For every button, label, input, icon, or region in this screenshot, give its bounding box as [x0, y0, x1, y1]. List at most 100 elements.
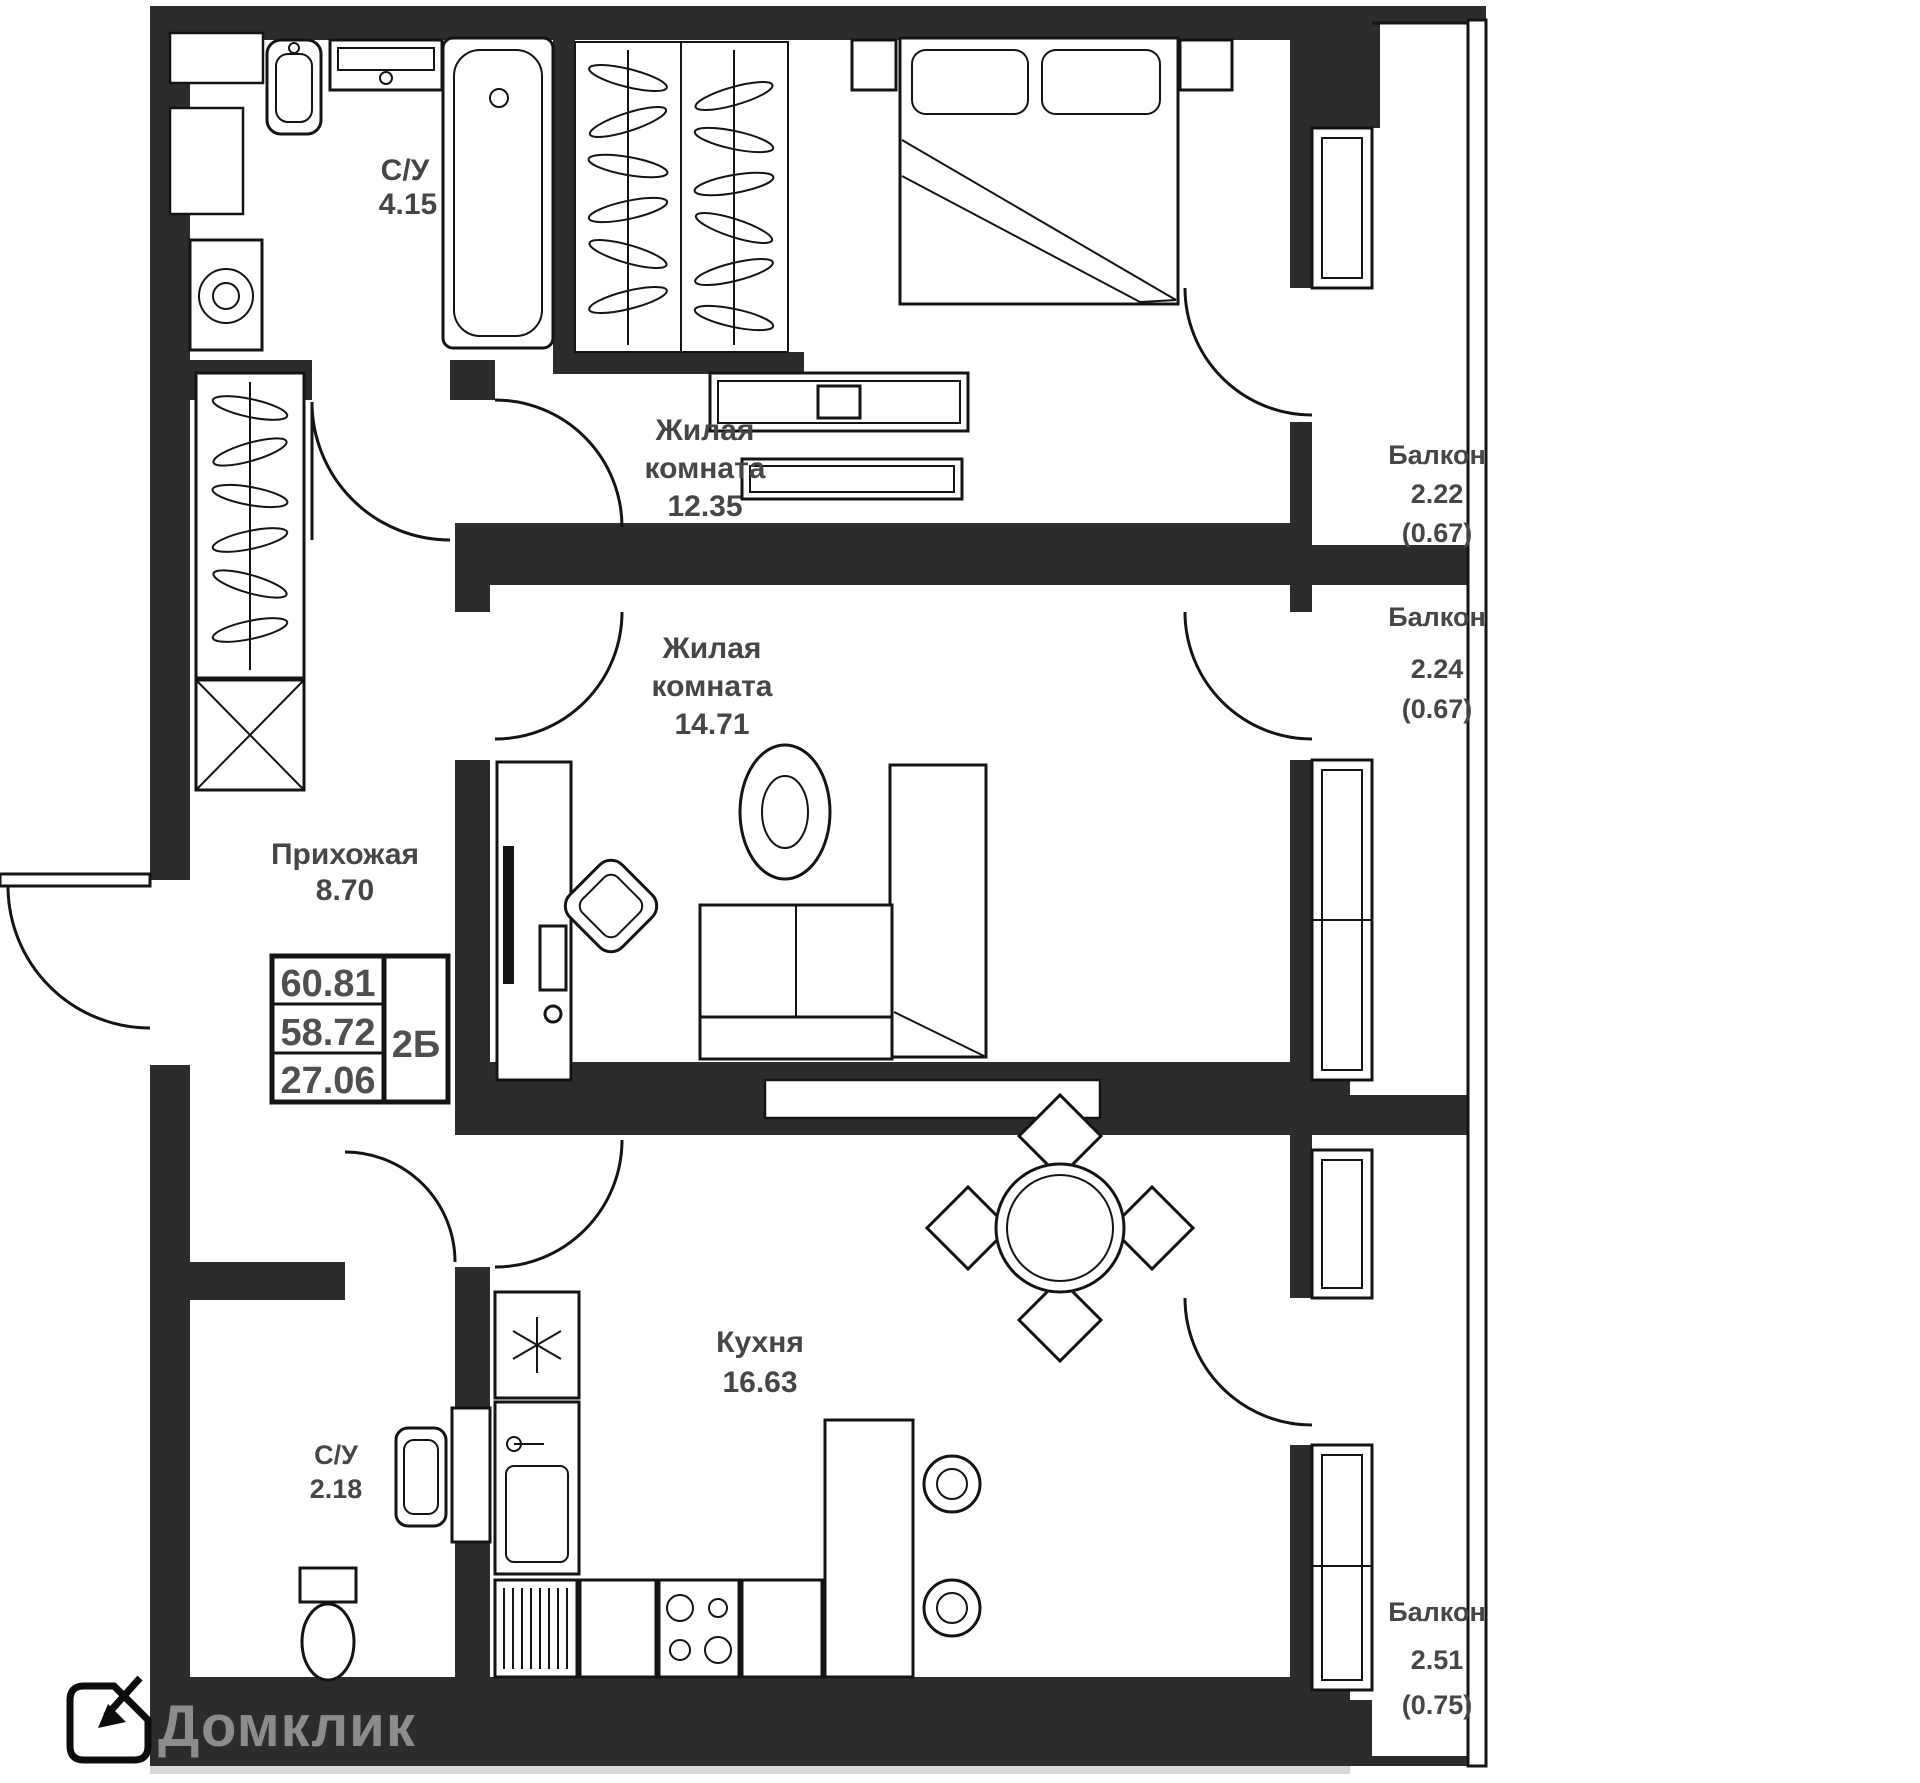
wall-bedroom-living	[490, 523, 1310, 585]
hanger	[211, 527, 289, 553]
tv-icon	[816, 384, 862, 420]
area-stamp: 60.81 58.72 27.06 2Б	[269, 953, 451, 1105]
stove-icon	[657, 1578, 741, 1679]
hanger	[211, 617, 289, 643]
doors	[0, 287, 1313, 1544]
fridge-snowflake	[512, 1317, 562, 1373]
kitchen-sink-icon	[505, 1465, 569, 1563]
dining-table	[994, 1162, 1126, 1294]
dining-chair	[1108, 1184, 1196, 1272]
stamp-living-area: 58.72	[280, 1012, 375, 1054]
laptop-icon	[538, 924, 568, 992]
kitchen-window-a-frame	[1321, 1159, 1363, 1289]
walls	[150, 6, 1487, 1774]
drainer-cabinet-icon	[493, 1578, 579, 1679]
room-label-living-2: комната	[652, 670, 773, 703]
room-area-hallway: 8.70	[316, 874, 374, 907]
room-area-bedroom: 12.35	[667, 490, 742, 523]
room-area-kitchen: 16.63	[722, 1366, 797, 1399]
balcony-top-label: Балкон	[1388, 440, 1486, 470]
domclick-logo: Домклик	[66, 1675, 416, 1764]
domclick-logo-text: Домклик	[158, 1694, 416, 1759]
hanger	[693, 304, 775, 332]
room-label-bedroom-2: комната	[645, 452, 766, 485]
desk-chair-icon	[563, 858, 659, 954]
dining-table-inner	[1006, 1174, 1114, 1282]
wall-right-4	[1290, 1135, 1312, 1298]
wall-closet-bottom	[553, 352, 804, 374]
balcony-railing	[1466, 18, 1488, 1768]
hanger	[211, 395, 289, 421]
room-label-living-1: Жилая	[662, 632, 762, 665]
tv-console-inner	[749, 465, 955, 493]
balcony-bottom-area: 2.51	[1411, 1645, 1464, 1675]
bathtub-drain	[489, 88, 509, 108]
bar-stool-icon	[922, 1454, 982, 1514]
ceiling-lamp-icon	[738, 743, 832, 881]
washbasin-bowl	[403, 1439, 439, 1515]
wall-balcony-separator	[1290, 545, 1487, 585]
domclick-logo-icon	[66, 1675, 152, 1764]
blanket-fold	[901, 139, 1177, 304]
sink-cabinet-icon	[493, 1400, 581, 1576]
kitchen-door-arc	[494, 1139, 624, 1269]
bar-stool-inner	[936, 1592, 968, 1624]
logo-arrow-head	[98, 1704, 126, 1728]
hanger	[587, 196, 669, 224]
counter-cabinet	[578, 1578, 658, 1679]
bottom-shadow	[150, 1766, 1350, 1774]
bathroom-small-fixtures	[298, 1426, 448, 1682]
wall-bath-hall-right	[450, 360, 495, 400]
nightstand-icon	[850, 38, 898, 92]
room-area-living: 14.71	[674, 708, 749, 741]
niche-icon	[168, 31, 265, 85]
small-bath-door-arc	[344, 1150, 457, 1263]
shelf-inner	[337, 47, 435, 71]
wall-living-kitchen-ext	[1290, 1095, 1487, 1135]
desk-chair-seat	[578, 873, 644, 939]
sofa-chaise-icon	[888, 763, 988, 1059]
hanger	[588, 63, 668, 93]
kitchen-window-b-frame	[1321, 1454, 1363, 1681]
room-label-hallway: Прихожая	[271, 838, 419, 871]
burner	[666, 1594, 694, 1622]
niche-icon	[168, 106, 245, 216]
stamp-total-area: 60.81	[280, 963, 375, 1005]
living-balcony-door-arc	[1183, 611, 1313, 741]
bathroom-door-arc	[310, 401, 451, 542]
entry-door-leaf	[0, 872, 152, 888]
burner	[704, 1636, 732, 1664]
living-furniture	[495, 743, 988, 1082]
balcony-bottom-reduced: (0.75)	[1402, 1690, 1473, 1720]
balcony-mid-label: Балкон	[1388, 602, 1486, 632]
wall-left-lower	[150, 1065, 190, 1766]
bathtub-icon	[441, 36, 555, 350]
room-label-bedroom-1: Жилая	[655, 414, 755, 447]
cabinet-x2	[195, 679, 305, 791]
bedroom-window-frame	[1321, 137, 1363, 279]
wall-niches	[168, 31, 1102, 1120]
burner	[708, 1598, 728, 1618]
hall-wardrobe-icon	[194, 371, 306, 792]
room-label-bathroom-small: С/У	[314, 1440, 359, 1470]
stamp-flat-type: 2Б	[392, 1024, 440, 1066]
wall-right-5	[1290, 1445, 1312, 1700]
balcony-bottom-label: Балкон	[1388, 1597, 1486, 1627]
toilet-icon	[300, 1602, 356, 1682]
windows	[1310, 18, 1488, 1768]
sofa-front	[698, 1015, 894, 1061]
washing-machine-drum	[198, 268, 254, 324]
drainer-stripes	[503, 1588, 568, 1669]
mouse-icon	[543, 1004, 563, 1024]
double-bed-icon	[898, 36, 1180, 306]
wall-hall-vert-1	[455, 523, 490, 612]
room-label-kitchen: Кухня	[716, 1326, 804, 1359]
counter-cabinet	[740, 1578, 824, 1679]
bedroom-balcony-door-arc	[1183, 287, 1313, 417]
hanger	[588, 285, 668, 315]
kitchen-balcony-door-arc	[1183, 1297, 1313, 1427]
hanger	[211, 483, 289, 509]
bedroom-furniture	[708, 36, 1234, 501]
